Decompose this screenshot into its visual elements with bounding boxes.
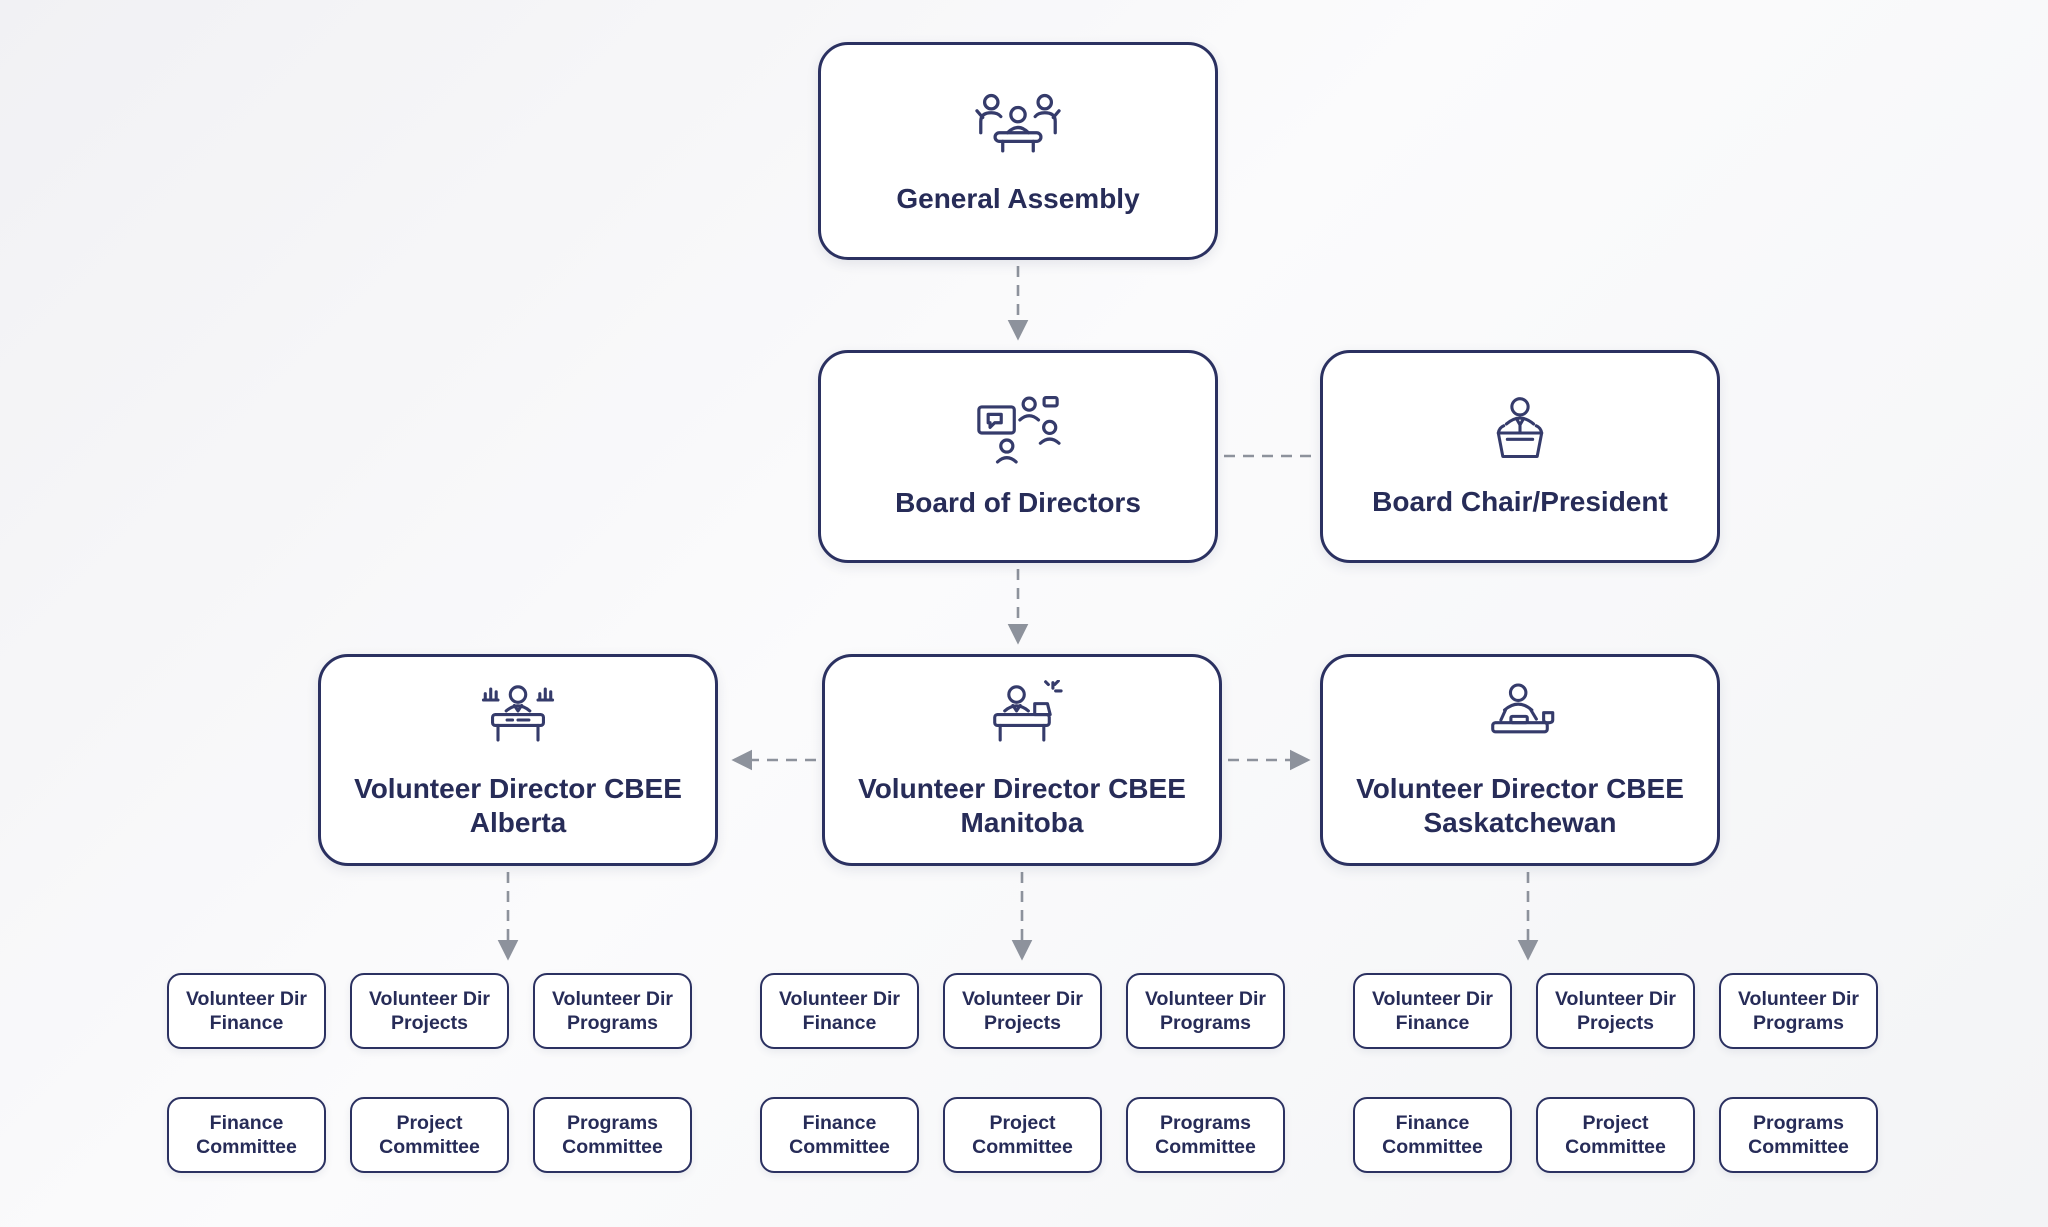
node-manitoba-volunteer-dir-finance: Volunteer Dir Finance xyxy=(760,973,919,1049)
podium-speaker-icon xyxy=(1473,393,1567,473)
node-alberta-volunteer-dir-programs: Volunteer Dir Programs xyxy=(533,973,692,1049)
director-desk-writing-icon xyxy=(1472,680,1568,760)
node-label-director-manitoba: Volunteer Director CBEE Manitoba xyxy=(858,772,1186,838)
node-director-alberta: Volunteer Director CBEE Alberta xyxy=(318,654,718,866)
node-alberta-programs-committee: Programs Committee xyxy=(533,1097,692,1173)
node-saskatchewan-volunteer-dir-finance: Volunteer Dir Finance xyxy=(1353,973,1512,1049)
node-saskatchewan-project-committee: Project Committee xyxy=(1536,1097,1695,1173)
node-saskatchewan-volunteer-dir-programs: Volunteer Dir Programs xyxy=(1719,973,1878,1049)
node-alberta-finance-committee: Finance Committee xyxy=(167,1097,326,1173)
node-alberta-volunteer-dir-finance: Volunteer Dir Finance xyxy=(167,973,326,1049)
node-saskatchewan-programs-committee: Programs Committee xyxy=(1719,1097,1878,1173)
node-board-of-directors: Board of Directors xyxy=(818,350,1218,563)
node-manitoba-programs-committee: Programs Committee xyxy=(1126,1097,1285,1173)
node-board-chair-president: Board Chair/President xyxy=(1320,350,1720,563)
node-director-saskatchewan: Volunteer Director CBEE Saskatchewan xyxy=(1320,654,1720,866)
board-meeting-icon xyxy=(969,392,1067,474)
director-desk-laptop-icon xyxy=(974,679,1070,760)
director-desk-charts-icon xyxy=(470,680,566,760)
assembly-meeting-icon xyxy=(968,86,1068,170)
node-general-assembly: General Assembly xyxy=(818,42,1218,260)
node-manitoba-volunteer-dir-programs: Volunteer Dir Programs xyxy=(1126,973,1285,1049)
node-manitoba-project-committee: Project Committee xyxy=(943,1097,1102,1173)
node-label-board-of-directors: Board of Directors xyxy=(895,487,1141,519)
node-manitoba-finance-committee: Finance Committee xyxy=(760,1097,919,1173)
node-label-director-alberta: Volunteer Director CBEE Alberta xyxy=(354,772,682,838)
node-saskatchewan-finance-committee: Finance Committee xyxy=(1353,1097,1512,1173)
node-label-board-chair-president: Board Chair/President xyxy=(1372,486,1668,518)
node-manitoba-volunteer-dir-projects: Volunteer Dir Projects xyxy=(943,973,1102,1049)
node-saskatchewan-volunteer-dir-projects: Volunteer Dir Projects xyxy=(1536,973,1695,1049)
node-label-general-assembly: General Assembly xyxy=(896,182,1140,214)
node-director-manitoba: Volunteer Director CBEE Manitoba xyxy=(822,654,1222,866)
node-label-director-saskatchewan: Volunteer Director CBEE Saskatchewan xyxy=(1356,772,1684,838)
node-alberta-project-committee: Project Committee xyxy=(350,1097,509,1173)
node-alberta-volunteer-dir-projects: Volunteer Dir Projects xyxy=(350,973,509,1049)
